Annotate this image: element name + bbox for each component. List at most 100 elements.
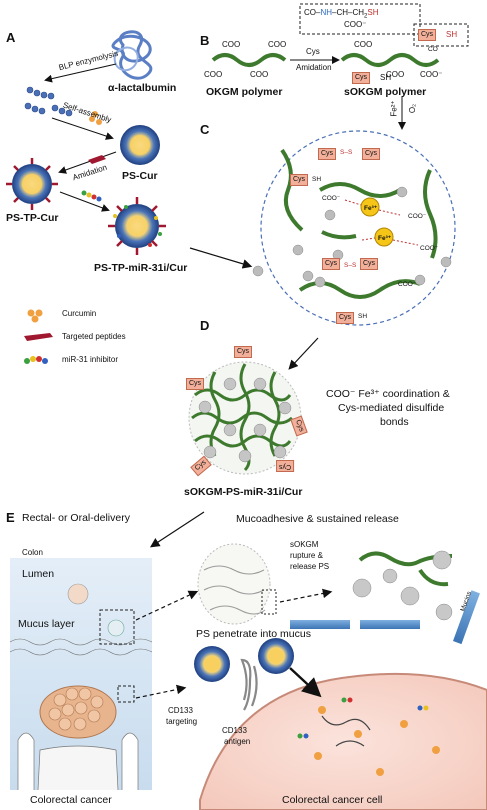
- crypt-icon: [17, 732, 139, 791]
- c-coo-label-4: COO⁻: [398, 281, 417, 288]
- to-panel-d-arrow: [288, 337, 319, 370]
- ps-tp-cur-micelle: [6, 158, 58, 210]
- box-sh-label: SH: [446, 30, 458, 39]
- tumor-icon: [39, 685, 117, 739]
- coordination-line-2: Cys-mediated disulfide: [338, 402, 445, 414]
- released-cargo-icon: [297, 697, 440, 776]
- legend-peptides-label: Targeted peptides: [62, 332, 126, 341]
- internalization-arrow: [289, 667, 322, 698]
- enzymolysis-arrow: [44, 63, 117, 83]
- alpha-lactalbumin-icon: [111, 30, 153, 80]
- curcumin-dots-icon: [89, 111, 102, 125]
- mucoadhesive-label: Mucoadhesive & sustained release: [236, 513, 399, 525]
- rupture-line-1: sOKGM: [290, 540, 319, 549]
- rupture-line-3: release PS: [290, 562, 330, 571]
- c-cys-tag-6: Cys: [336, 312, 355, 324]
- mucin-bar-3: [453, 590, 480, 645]
- self-assembly-arrow: [51, 117, 114, 140]
- nanogel-in-mucus: [197, 543, 277, 625]
- mucus-layer-icon: [9, 638, 153, 656]
- rupture-arrow: [279, 588, 333, 603]
- okgm-polymer-label: OKGM polymer: [206, 86, 283, 98]
- c-coo-label-1: COO⁻: [322, 195, 341, 202]
- mucus-layer-label: Mucus layer: [18, 618, 75, 630]
- coordination-line-1: COO⁻ Fe³⁺ coordination &: [326, 388, 450, 400]
- cd133-antigen-line-2: antigen: [224, 737, 251, 746]
- sokgm-coo-3: COO: [386, 70, 405, 79]
- mucus-nanogel-icon: [107, 619, 125, 637]
- c-fe3-label-1: Fe³⁺: [364, 205, 378, 212]
- mir-dots-icon: [81, 190, 102, 202]
- o2-label: O₂: [408, 103, 418, 114]
- reaction-cys-label: Cys: [306, 47, 320, 56]
- sokgm-cys-tag: Cys: [352, 72, 371, 84]
- okgm-chain: [211, 53, 287, 67]
- panel-a-label: A: [6, 30, 16, 45]
- colon-label: Colon: [22, 548, 43, 557]
- intracellular-release: [321, 715, 371, 747]
- c-coo-label-2: COO⁻: [408, 213, 427, 220]
- targeted-peptide-icon: [88, 155, 106, 164]
- c-fe3-label-2: Fe³⁺: [378, 235, 392, 242]
- c-sh-label-2: SH: [358, 313, 368, 320]
- mucin-bar-2: [290, 620, 350, 629]
- cd133-targeting-line-1: CD133: [168, 706, 193, 715]
- c-cys-tag-4: Cys: [360, 258, 379, 270]
- to-panel-c-arrow: [189, 247, 253, 269]
- legend-peptide-icon: [24, 333, 53, 341]
- fe2-label: Fe²⁺: [389, 100, 399, 117]
- to-panel-e-arrow: [149, 511, 205, 548]
- ps-cur-micelle: [120, 125, 160, 165]
- formula-coo: COO⁻: [344, 20, 367, 29]
- colorectal-cancer-label: Colorectal cancer: [30, 794, 112, 806]
- mucus-zoom-box: [99, 609, 135, 645]
- c-sh-label-1: SH: [312, 176, 322, 183]
- formula-ch2: CH: [352, 8, 365, 17]
- sokgm-coo-1: COO: [354, 40, 373, 49]
- formula-box: [299, 3, 421, 35]
- okgm-coo-4: COO: [250, 70, 269, 79]
- alpha-lactalbumin-label: α-lactalbumin: [108, 82, 177, 94]
- formula-sh: SH: [367, 8, 379, 17]
- formula-co: CO: [304, 8, 316, 17]
- ps-particles-c: [252, 186, 452, 288]
- cd133-antigen-icon: [240, 658, 258, 711]
- ps-penetrate-label: PS penetrate into mucus: [196, 628, 311, 640]
- coordination-line-3: bonds: [380, 416, 409, 428]
- amidation-arrow: [58, 151, 117, 174]
- box-co-label: CO: [428, 46, 438, 53]
- c-cys-tag-5: Cys: [322, 258, 341, 270]
- formula-nh: NH: [320, 8, 333, 17]
- c-cys-tag-3: Cys: [290, 174, 309, 186]
- cys-box: [413, 23, 469, 47]
- okgm-coo-2: COO: [268, 40, 287, 49]
- nanogel-caption: sOKGM-PS-miR-31i/Cur: [184, 486, 303, 498]
- cd133-targeting-line-2: targeting: [166, 717, 198, 726]
- reaction-amidation-label: Amidation: [296, 63, 332, 72]
- lumen-label: Lumen: [22, 568, 55, 580]
- colorectal-cell-label: Colorectal cancer cell: [282, 794, 383, 806]
- ps-cur-label: PS-Cur: [122, 170, 158, 182]
- rupture-detail: [352, 550, 453, 621]
- lumen-nanogel-icon: [67, 583, 89, 605]
- sokgm-chain: [340, 53, 440, 67]
- ps-tp-cur-label: PS-TP-Cur: [6, 212, 59, 224]
- legend-curcumin-icon: [27, 309, 43, 323]
- okgm-coo-1: COO: [222, 40, 241, 49]
- legend-curcumin-label: Curcumin: [62, 309, 97, 318]
- fe3-ion-icon: [360, 197, 394, 247]
- c-cys-tag-1: Cys: [318, 148, 337, 160]
- c-cys-tag-2: Cys: [362, 148, 381, 160]
- cys-formula: CO–NH–CH–CH2SH: [304, 8, 379, 20]
- delivery-label: Rectal- or Oral-delivery: [22, 512, 130, 524]
- mucin-bar-1: [360, 620, 420, 629]
- mir-loading-arrow: [59, 191, 110, 212]
- tumor-zoom-arrow: [135, 684, 187, 699]
- d-cys-tag-5: Cys: [276, 460, 295, 472]
- cell-ps-micelle-1: [194, 646, 230, 682]
- c-ss-label-1: S–S: [340, 149, 353, 156]
- ps-tp-mir-label: PS-TP-miR-31i/Cur: [94, 262, 188, 274]
- c-coo-label-3: COO⁻: [420, 245, 439, 252]
- panel-d-label: D: [200, 318, 210, 333]
- panel-b-label: B: [200, 33, 210, 48]
